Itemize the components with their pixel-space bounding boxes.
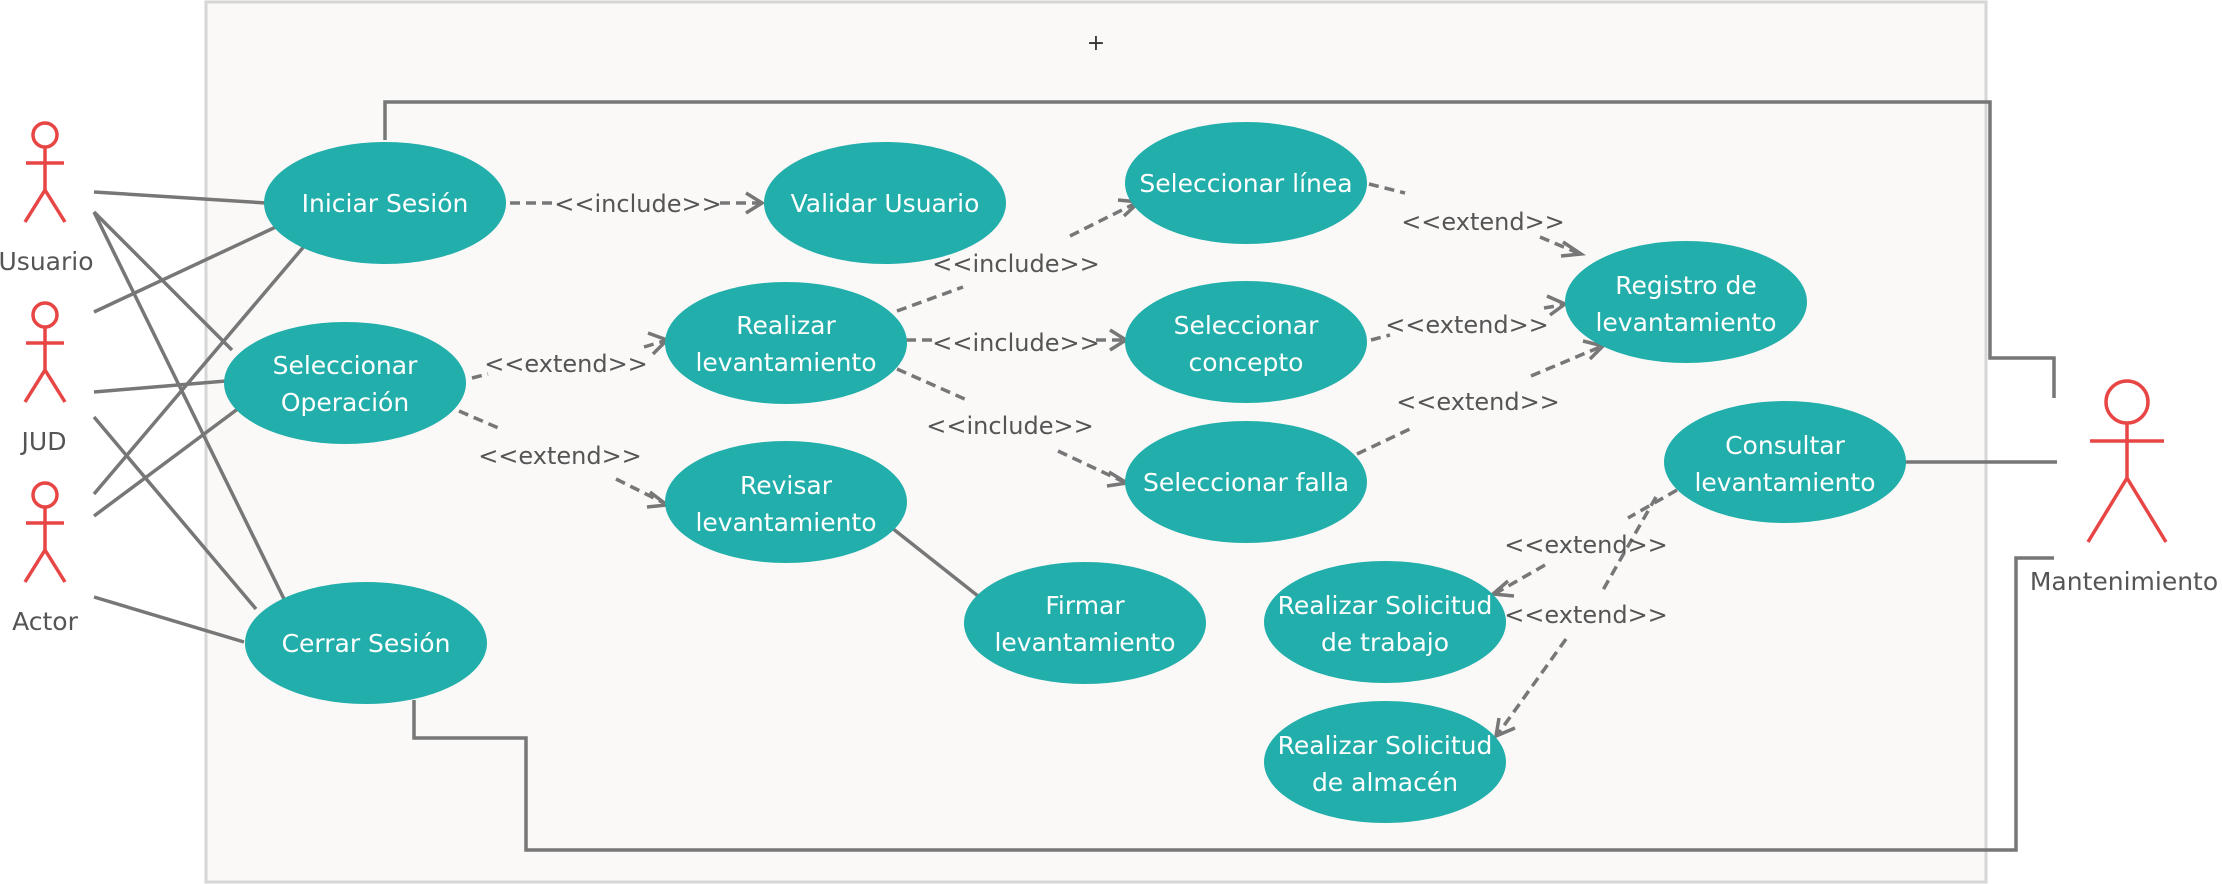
use-case-solicitud-almacen[interactable]: Realizar Solicitud de almacén bbox=[1264, 701, 1506, 823]
actor-actor-label: Actor bbox=[12, 607, 79, 636]
svg-text:Realizar: Realizar bbox=[736, 311, 836, 340]
actor-usuario[interactable]: Usuario bbox=[0, 121, 94, 276]
svg-text:concepto: concepto bbox=[1189, 348, 1304, 377]
svg-text:Realizar Solicitud: Realizar Solicitud bbox=[1278, 731, 1493, 760]
actor-mantenimiento-icon bbox=[2086, 379, 2168, 543]
svg-text:de almacén: de almacén bbox=[1312, 768, 1458, 797]
use-case-seleccionar-linea[interactable]: Seleccionar línea bbox=[1125, 122, 1367, 244]
label-include-falla: <<include>> bbox=[926, 412, 1093, 440]
svg-text:Registro de: Registro de bbox=[1615, 271, 1757, 300]
association-jud-cerrar bbox=[92, 415, 258, 611]
svg-text:Consultar: Consultar bbox=[1725, 431, 1846, 460]
association-jud-iniciar bbox=[93, 224, 279, 314]
extend-consultar-almacen bbox=[1493, 496, 1658, 739]
use-case-validar-usuario[interactable]: Validar Usuario bbox=[764, 142, 1006, 264]
label-extend-revisar: <<extend>> bbox=[478, 442, 642, 470]
label-include-concepto: <<include>> bbox=[932, 329, 1099, 357]
svg-text:Realizar Solicitud: Realizar Solicitud bbox=[1278, 591, 1493, 620]
association-cerrar-mantenimiento bbox=[412, 556, 2054, 852]
svg-text:de trabajo: de trabajo bbox=[1321, 628, 1449, 657]
extend-linea-registro bbox=[1368, 182, 1587, 258]
system-boundary-title: + bbox=[1087, 31, 1105, 56]
association-jud-seleccionar bbox=[93, 379, 227, 394]
svg-text:levantamiento: levantamiento bbox=[994, 628, 1175, 657]
label-extend-realizar: <<extend>> bbox=[484, 350, 648, 378]
svg-text:levantamiento: levantamiento bbox=[695, 348, 876, 377]
label-extend-almacen: <<extend>> bbox=[1504, 601, 1668, 629]
actor-actor-icon bbox=[23, 481, 67, 583]
use-case-seleccionar-operacion[interactable]: Seleccionar Operación bbox=[224, 322, 466, 444]
extend-consultar-trabajo bbox=[1488, 488, 1678, 598]
svg-text:Firmar: Firmar bbox=[1045, 591, 1125, 620]
association-iniciar-mantenimiento bbox=[383, 100, 2056, 398]
svg-text:Seleccionar: Seleccionar bbox=[1174, 311, 1319, 340]
actor-usuario-icon bbox=[23, 121, 67, 223]
label-extend-falla-registro: <<extend>> bbox=[1396, 388, 1560, 416]
association-revisar-firmar bbox=[890, 526, 980, 598]
actor-jud[interactable]: JUD bbox=[20, 301, 67, 456]
label-include-validar: <<include>> bbox=[554, 190, 721, 218]
use-case-seleccionar-falla[interactable]: Seleccionar falla bbox=[1125, 421, 1367, 543]
extend-concepto-registro bbox=[1370, 294, 1569, 342]
svg-text:Seleccionar línea: Seleccionar línea bbox=[1139, 169, 1352, 198]
label-extend-concepto-registro: <<extend>> bbox=[1385, 311, 1549, 339]
use-case-consultar-levantamiento[interactable]: Consultar levantamiento bbox=[1664, 401, 1906, 523]
use-case-revisar-levantamiento[interactable]: Revisar levantamiento bbox=[665, 441, 907, 563]
use-case-seleccionar-concepto[interactable]: Seleccionar concepto bbox=[1125, 281, 1367, 403]
use-case-solicitud-trabajo[interactable]: Realizar Solicitud de trabajo bbox=[1264, 561, 1506, 683]
label-extend-trabajo: <<extend>> bbox=[1504, 531, 1668, 559]
use-case-registro-levantamiento[interactable]: Registro de levantamiento bbox=[1565, 241, 1807, 363]
svg-text:Cerrar Sesión: Cerrar Sesión bbox=[282, 629, 451, 658]
association-actor-iniciar bbox=[92, 242, 308, 496]
actor-jud-label: JUD bbox=[20, 427, 67, 456]
svg-text:Operación: Operación bbox=[281, 388, 409, 417]
svg-text:levantamiento: levantamiento bbox=[1595, 308, 1776, 337]
use-case-firmar-levantamiento[interactable]: Firmar levantamiento bbox=[964, 562, 1206, 684]
actor-mantenimiento[interactable]: Mantenimiento bbox=[2030, 379, 2218, 596]
svg-text:levantamiento: levantamiento bbox=[695, 508, 876, 537]
svg-text:Seleccionar falla: Seleccionar falla bbox=[1143, 468, 1349, 497]
actor-usuario-label: Usuario bbox=[0, 247, 94, 276]
label-extend-linea-registro: <<extend>> bbox=[1401, 208, 1565, 236]
actor-mantenimiento-label: Mantenimiento bbox=[2030, 567, 2218, 596]
actor-actor[interactable]: Actor bbox=[12, 481, 79, 636]
association-actor-seleccionar bbox=[92, 406, 241, 518]
actor-jud-icon bbox=[23, 301, 67, 403]
svg-text:Iniciar Sesión: Iniciar Sesión bbox=[302, 189, 469, 218]
svg-text:Seleccionar: Seleccionar bbox=[273, 351, 418, 380]
association-usuario-cerrar bbox=[92, 211, 286, 600]
association-actor-cerrar bbox=[93, 595, 245, 644]
svg-text:Validar Usuario: Validar Usuario bbox=[791, 189, 980, 218]
use-case-cerrar-sesion[interactable]: Cerrar Sesión bbox=[245, 582, 487, 704]
use-case-iniciar-sesion[interactable]: Iniciar Sesión bbox=[264, 142, 506, 264]
use-case-realizar-levantamiento[interactable]: Realizar levantamiento bbox=[665, 282, 907, 404]
svg-text:Revisar: Revisar bbox=[740, 471, 833, 500]
label-include-linea: <<include>> bbox=[932, 250, 1099, 278]
include-iniciar-validar bbox=[510, 191, 766, 215]
association-usuario-iniciar bbox=[93, 190, 267, 205]
svg-text:levantamiento: levantamiento bbox=[1694, 468, 1875, 497]
